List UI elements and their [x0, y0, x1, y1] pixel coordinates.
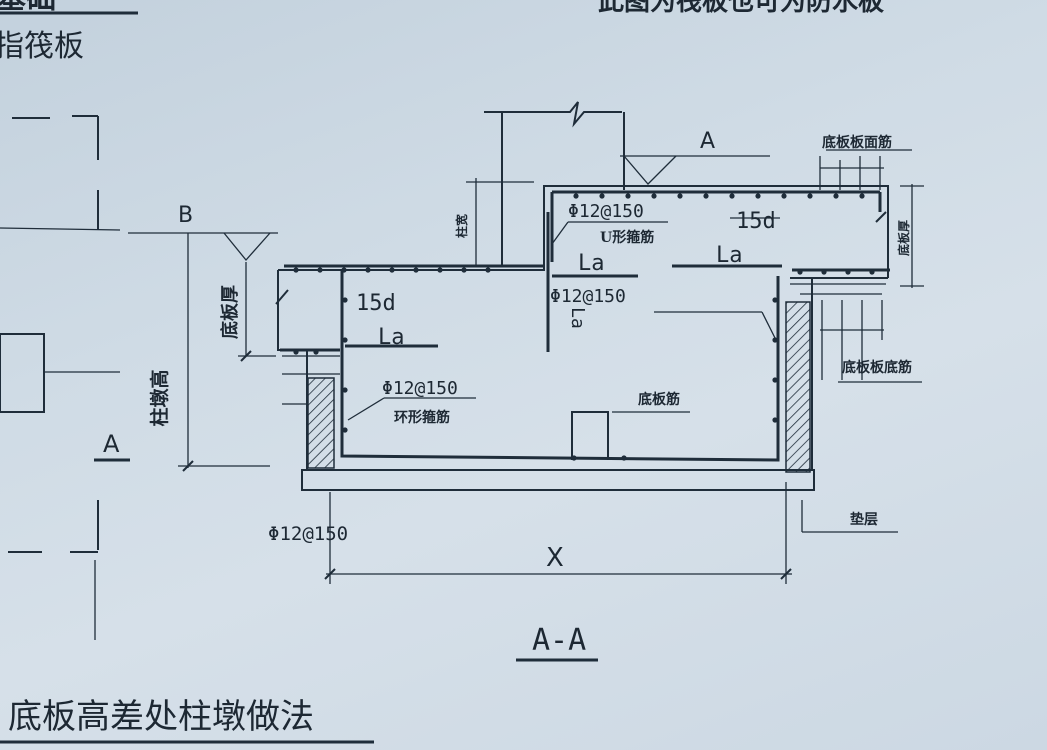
plan-fragment: A: [0, 115, 130, 640]
label-la-vertical: La: [567, 307, 588, 329]
bottom-bar-stub: [571, 411, 609, 460]
mark-a-label: A: [700, 129, 715, 154]
dimensions: [178, 178, 924, 584]
rebar: [280, 156, 890, 462]
spec-bottom: Φ12@150: [268, 523, 348, 545]
label-la-right: La: [716, 243, 743, 268]
pier-outline: [277, 185, 889, 470]
label-top-bars: 底板板面筋: [822, 134, 892, 151]
rebar-dots: [293, 193, 875, 461]
label-15d-right: 15d: [736, 209, 776, 234]
label-dim-x: X: [546, 543, 564, 573]
section-title: A-A: [532, 623, 586, 658]
label-la-left: La: [378, 325, 405, 350]
label-pier-height: 柱墩高: [148, 369, 171, 426]
hatch-wall-left: [307, 377, 335, 469]
hatch-wall-right: [785, 301, 811, 473]
label-column-width: 柱宽: [454, 214, 469, 238]
label-slab-thickness: 底板厚: [219, 285, 241, 339]
mark-b-label: B: [178, 203, 193, 228]
header-subtitle: 指筏板: [0, 29, 84, 64]
spec-ring: Φ12@150: [382, 378, 458, 399]
label-slab-bars: 底板筋: [638, 391, 680, 408]
label-la-mid: La: [578, 251, 605, 276]
elevation-mark-a: A: [620, 129, 770, 185]
name-u-stirrup: U形箍筋: [600, 229, 654, 246]
leader-lines: [347, 149, 922, 533]
footer-caption: 底板高差处柱墩做法: [8, 697, 314, 737]
plan-column: [0, 333, 45, 413]
ring-stirrup: [340, 270, 780, 462]
spec-u-stirrup: Φ12@150: [568, 201, 644, 222]
label-right-thickness: 底板厚: [896, 220, 911, 256]
label-15d-left: 15d: [356, 291, 396, 316]
plan-line: [0, 227, 121, 231]
name-ring-stirrup: 环形箍筋: [394, 409, 450, 426]
header-right-text: 此图为筏板也可为防水板: [598, 0, 884, 17]
spec-mid: Φ12@150: [550, 286, 626, 307]
column-above: [484, 101, 625, 266]
plan-section-mark: A: [103, 430, 120, 458]
elevation-mark-b: B: [128, 203, 278, 262]
cushion-layer: [301, 469, 815, 491]
label-bottom-bars: 底板板底筋: [842, 359, 912, 376]
label-cushion: 垫层: [850, 511, 878, 528]
